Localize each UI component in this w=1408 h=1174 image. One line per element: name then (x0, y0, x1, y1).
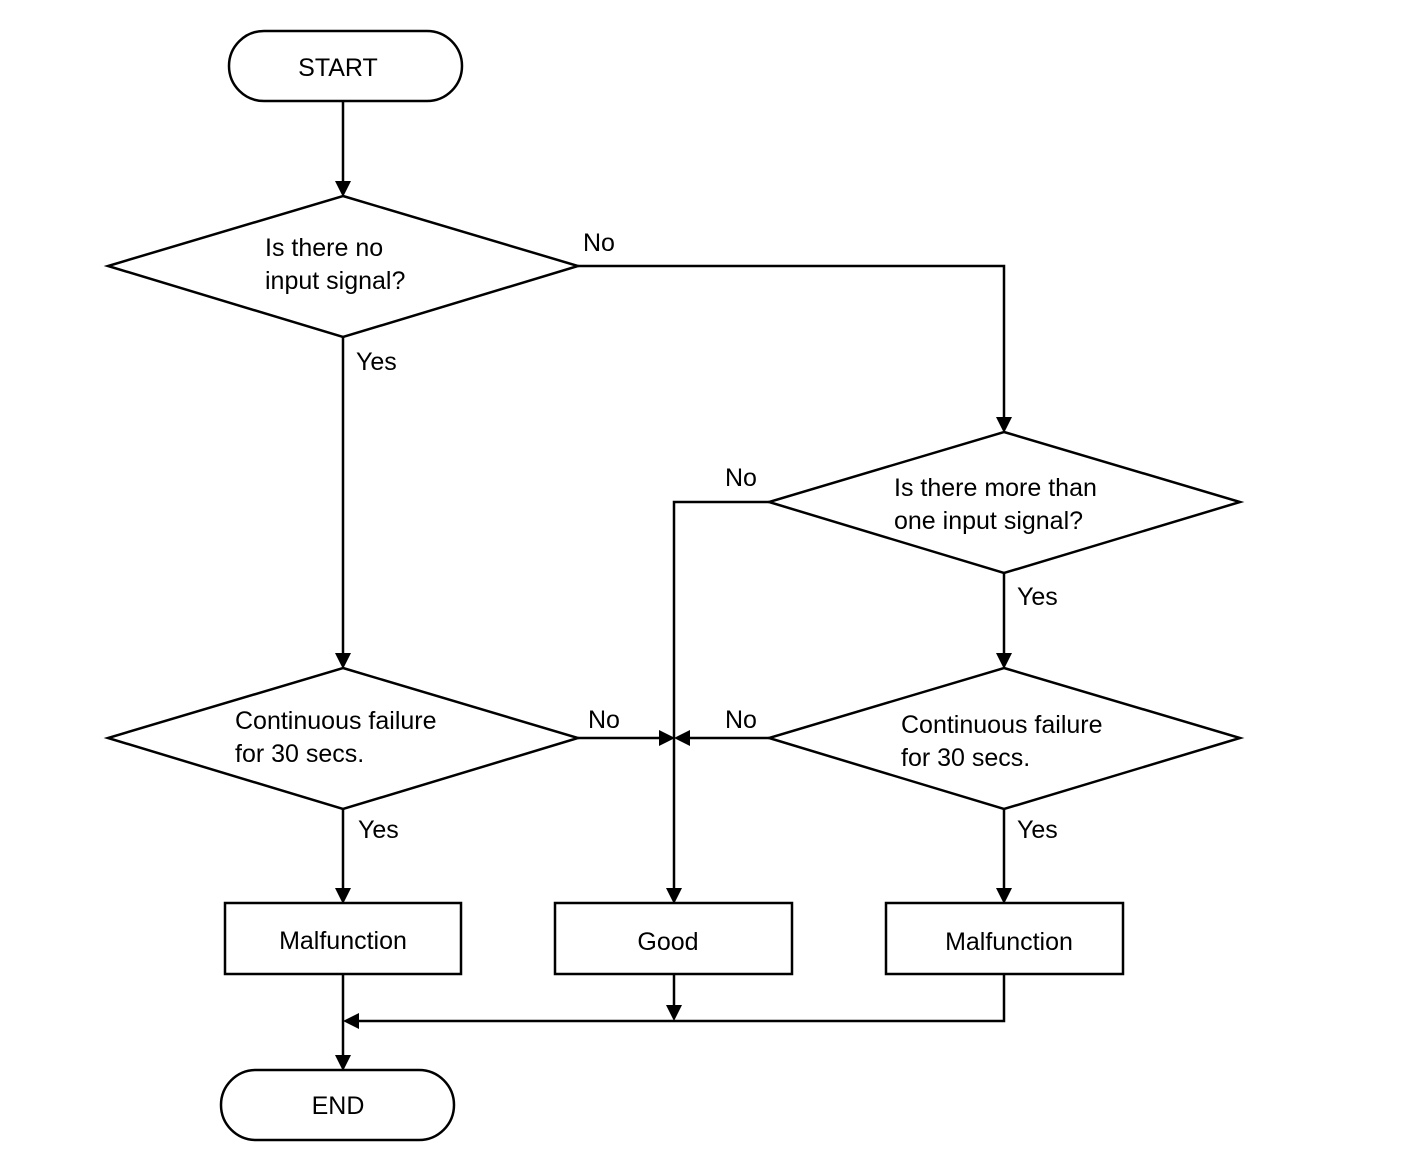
process-malfunction-left: Malfunction (223, 901, 463, 976)
arrowhead-cont-left-no (659, 730, 675, 746)
connectors (341, 101, 1006, 1060)
connector-no-input-no (578, 264, 1006, 422)
svg-text:Continuous failure: Continuous failure (901, 711, 1103, 739)
svg-text:for 30 secs.: for 30 secs. (235, 740, 364, 768)
decision-no-input-signal: Is there no input signal? (103, 194, 583, 339)
start-terminator: START (227, 29, 464, 103)
arrowhead-merge-left (343, 1013, 359, 1029)
decision-more-line-1: Is there more than (894, 474, 1097, 502)
arrowhead-to-more-than-one (996, 417, 1012, 433)
decision-no-input-line-1: Is there no (265, 234, 383, 262)
malfunction-left-label: Malfunction (279, 927, 407, 955)
decision-cont-right-line-2: for 30 secs. (901, 744, 1030, 772)
branch-label-more-no: No (725, 464, 757, 492)
branch-label-no-input-yes: Yes (356, 348, 397, 376)
decision-no-input-line-2: input signal? (265, 267, 405, 295)
arrowhead-to-malfunction-left (335, 888, 351, 904)
arrowhead-to-no-input (335, 181, 351, 197)
decision-more-line-2: one input signal? (894, 507, 1083, 535)
svg-text:Is there more than: Is there more than (894, 474, 1097, 502)
svg-text:for 30 secs.: for 30 secs. (901, 744, 1030, 772)
branch-label-cont-right-no: No (725, 706, 757, 734)
svg-text:input signal?: input signal? (265, 267, 405, 295)
start-label: START (298, 54, 378, 82)
arrowhead-good-merge (666, 1005, 682, 1021)
arrowhead-to-cont-right (996, 653, 1012, 669)
decision-continuous-failure-right: Continuous failure for 30 secs. (764, 666, 1245, 811)
decision-cont-right-line-1: Continuous failure (901, 711, 1103, 739)
branch-label-no-input-no: No (583, 229, 615, 257)
decision-cont-left-line-1: Continuous failure (235, 707, 437, 735)
process-malfunction-right: Malfunction (884, 901, 1125, 976)
arrowhead-to-good (666, 888, 682, 904)
arrowhead-to-malfunction-right (996, 888, 1012, 904)
branch-label-cont-left-no: No (588, 706, 620, 734)
arrowheads (335, 181, 1012, 1071)
connector-more-no (672, 500, 769, 893)
branch-label-more-yes: Yes (1017, 583, 1058, 611)
process-good: Good (553, 901, 794, 976)
branch-labels: No Yes No Yes No Yes No Yes (356, 229, 1058, 844)
arrowhead-to-end (335, 1055, 351, 1071)
arrowhead-cont-right-no (674, 730, 690, 746)
branch-label-cont-left-yes: Yes (358, 816, 399, 844)
svg-text:Continuous failure: Continuous failure (235, 707, 437, 735)
end-terminator: END (219, 1068, 456, 1142)
decision-cont-left-line-2: for 30 secs. (235, 740, 364, 768)
decision-continuous-failure-left: Continuous failure for 30 secs. (103, 666, 583, 811)
svg-text:Is there no: Is there no (265, 234, 383, 262)
end-label: END (312, 1092, 365, 1120)
svg-text:one input signal?: one input signal? (894, 507, 1083, 535)
good-label: Good (637, 928, 698, 956)
branch-label-cont-right-yes: Yes (1017, 816, 1058, 844)
connector-malfunction-right-to-merge (355, 975, 1006, 1023)
arrowhead-to-cont-left (335, 653, 351, 669)
decision-more-than-one-input: Is there more than one input signal? (764, 430, 1245, 575)
malfunction-right-label: Malfunction (945, 928, 1073, 956)
